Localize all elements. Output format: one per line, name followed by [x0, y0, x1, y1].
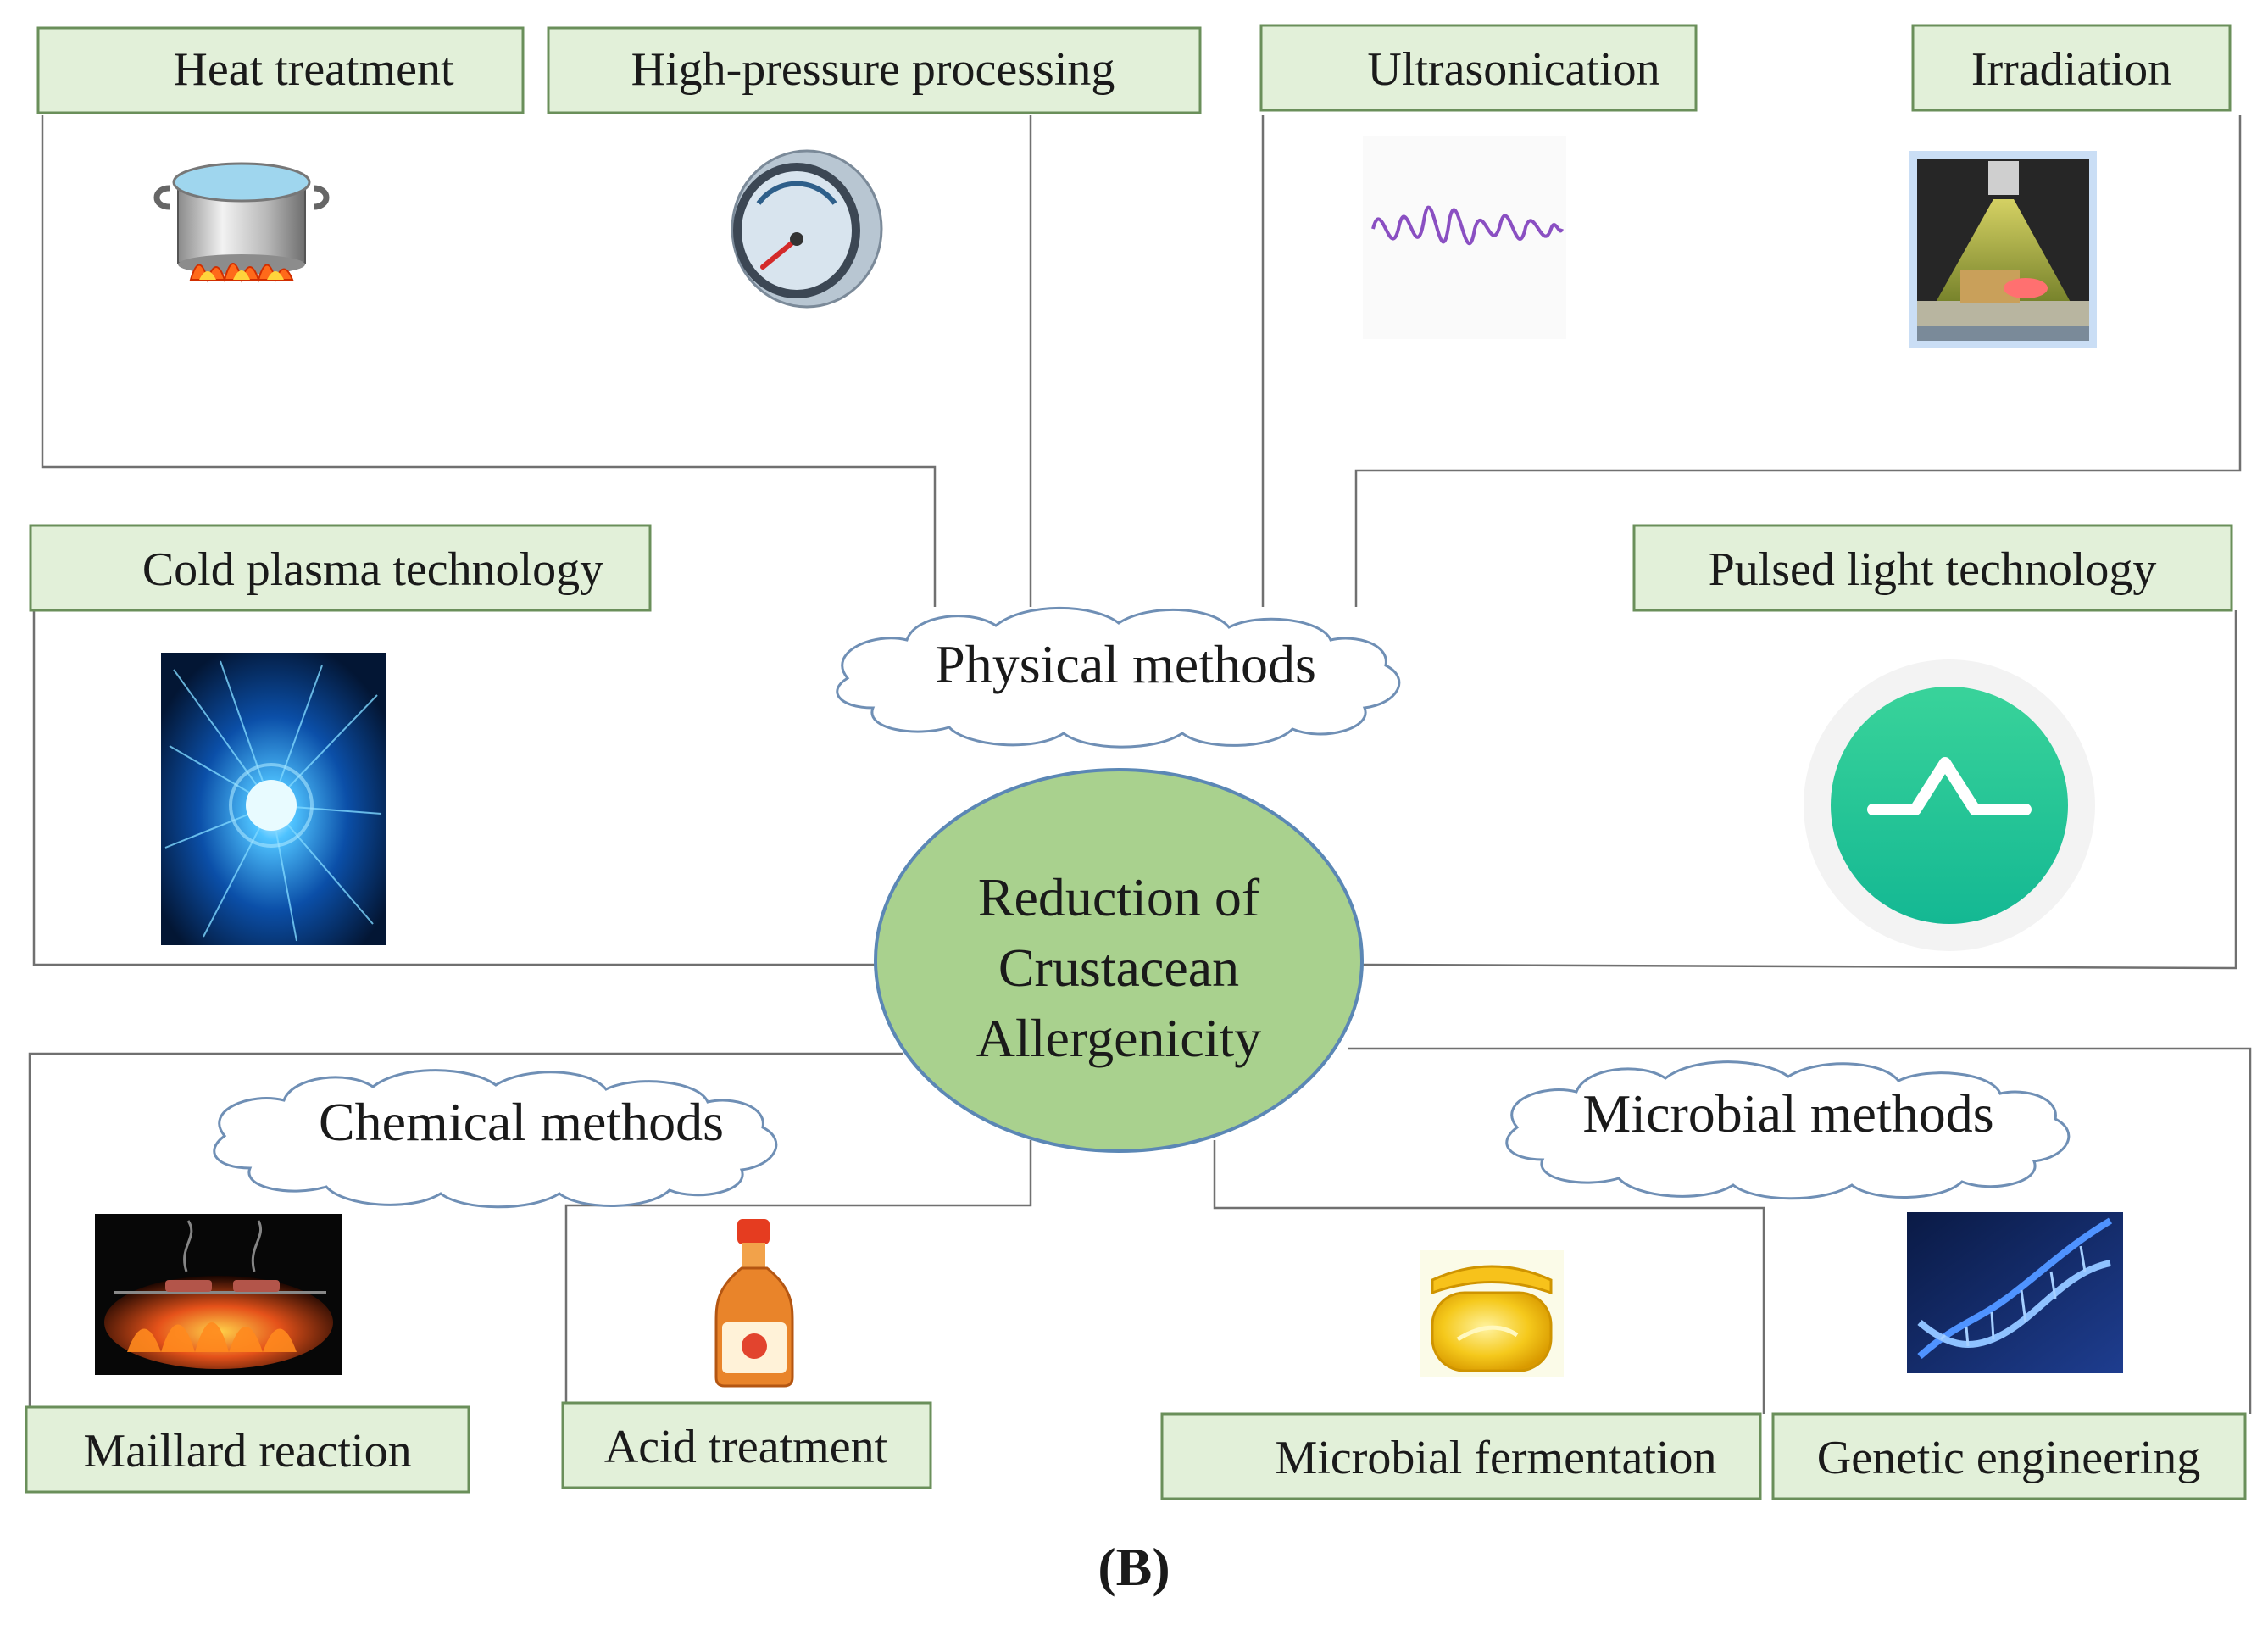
microbial-methods-text: Microbial methods	[1582, 1083, 1993, 1144]
sound-wave-icon	[1363, 136, 1566, 339]
label-irradiation: Irradiation	[1911, 24, 2232, 112]
vinegar-bottle-icon	[714, 1219, 794, 1388]
center-line3: Allergenicity	[976, 1008, 1262, 1068]
fermentation-text: Microbial fermentation	[1276, 1432, 1717, 1484]
label-ultrasonication: Ultrasonication	[1259, 24, 1698, 112]
heat-treatment-text: Heat treatment	[173, 43, 454, 96]
cloud-physical: Physical methods	[836, 606, 1401, 749]
irradiation-text: Irradiation	[1971, 43, 2171, 96]
label-fermentation: Microbial fermentation	[1160, 1412, 1762, 1500]
panel-label: (B)	[1098, 1537, 1170, 1597]
label-pulsed-light: Pulsed light technology	[1632, 524, 2233, 612]
label-cold-plasma: Cold plasma technology	[29, 524, 652, 612]
center-node: Reduction of Crustacean Allergenicity	[874, 768, 1364, 1153]
center-line2: Crustacean	[998, 938, 1239, 998]
pulsed-light-text: Pulsed light technology	[1709, 543, 2157, 596]
cooking-pot-icon	[153, 162, 330, 283]
label-genetic: Genetic engineering	[1771, 1412, 2247, 1500]
grill-fire-icon	[95, 1214, 342, 1375]
physical-methods-text: Physical methods	[935, 634, 1316, 694]
label-high-pressure: High-pressure processing	[547, 26, 1202, 114]
center-line1: Reduction of	[978, 867, 1260, 927]
chemical-methods-text: Chemical methods	[319, 1092, 724, 1152]
irradiation-lamp-icon	[1909, 151, 2097, 348]
plasma-ball-icon	[161, 653, 386, 945]
label-heat-treatment: Heat treatment	[36, 26, 525, 114]
center-ellipse	[874, 768, 1364, 1153]
maillard-text: Maillard reaction	[83, 1425, 411, 1478]
cold-plasma-text: Cold plasma technology	[142, 543, 603, 596]
genetic-text: Genetic engineering	[1817, 1432, 2200, 1484]
honey-jar-icon	[1420, 1250, 1564, 1377]
label-maillard: Maillard reaction	[25, 1405, 470, 1494]
ultrasonication-text: Ultrasonication	[1367, 43, 1659, 96]
cloud-chemical: Chemical methods	[213, 1069, 778, 1209]
dna-helix-icon	[1907, 1212, 2123, 1373]
acid-text: Acid treatment	[604, 1421, 888, 1473]
high-pressure-text: High-pressure processing	[631, 43, 1115, 96]
cloud-microbial: Microbial methods	[1505, 1060, 2071, 1200]
label-acid: Acid treatment	[561, 1401, 932, 1489]
pulse-icon	[1804, 659, 2095, 951]
connector-lines	[28, 115, 2252, 1414]
pressure-gauge-icon	[731, 149, 883, 309]
